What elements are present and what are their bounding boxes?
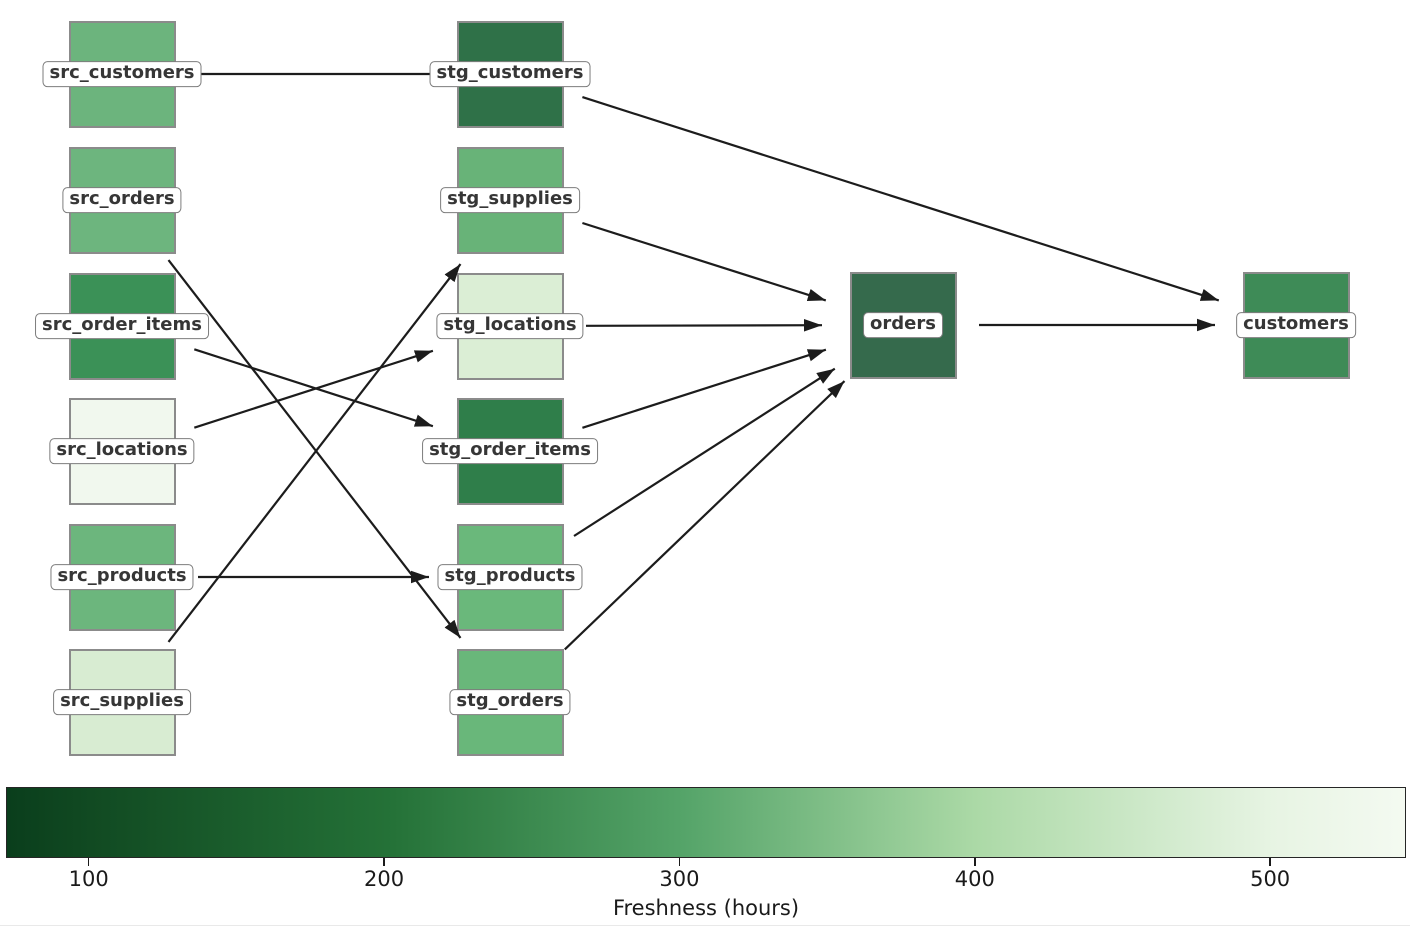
colorbar-tick-label: 400 (954, 867, 995, 891)
colorbar-tick (678, 858, 681, 866)
colorbar-tick (973, 858, 976, 866)
colorbar-tick (383, 858, 385, 866)
node-label-src_locations: src_locations (49, 438, 195, 464)
edge-stg_supplies-orders (582, 221, 827, 302)
node-label-stg_products: stg_products (437, 564, 583, 590)
edge-src_locations-stg_locations (193, 349, 434, 429)
node-label-stg_supplies: stg_supplies (440, 187, 580, 213)
node-label-orders: orders (863, 312, 943, 338)
colorbar-tick (87, 858, 90, 866)
colorbar-axis-label: Freshness (hours) (612, 896, 800, 920)
node-label-src_products: src_products (50, 564, 194, 590)
edge-src_supplies-stg_supplies (167, 263, 462, 643)
colorbar-gradient (6, 787, 1406, 858)
node-label-src_customers: src_customers (42, 61, 202, 87)
node-label-customers: customers (1236, 312, 1356, 338)
edge-stg_order_items-orders (582, 348, 827, 429)
colorbar-tick (1269, 858, 1271, 866)
edge-src_order_items-stg_order_items (193, 348, 434, 428)
node-label-stg_orders: stg_orders (449, 689, 571, 715)
node-label-stg_locations: stg_locations (436, 313, 584, 339)
node-label-src_order_items: src_order_items (35, 313, 209, 339)
edge-stg_orders-orders (564, 380, 846, 651)
node-label-stg_order_items: stg_order_items (422, 438, 598, 464)
node-label-src_supplies: src_supplies (53, 689, 191, 715)
edge-stg_locations-orders (585, 318, 823, 332)
edge-stg_products-orders (573, 367, 836, 537)
node-label-src_orders: src_orders (62, 187, 182, 213)
colorbar-tick-label: 500 (1250, 867, 1291, 891)
node-label-stg_customers: stg_customers (429, 61, 591, 87)
edge-stg_customers-customers (582, 96, 1220, 302)
colorbar-tick-label: 100 (68, 867, 109, 891)
colorbar-tick-label: 200 (364, 867, 405, 891)
figure-bottom-edge (0, 924, 1410, 926)
edge-src_orders-stg_orders (167, 259, 462, 639)
colorbar-tick-label: 300 (659, 867, 700, 891)
